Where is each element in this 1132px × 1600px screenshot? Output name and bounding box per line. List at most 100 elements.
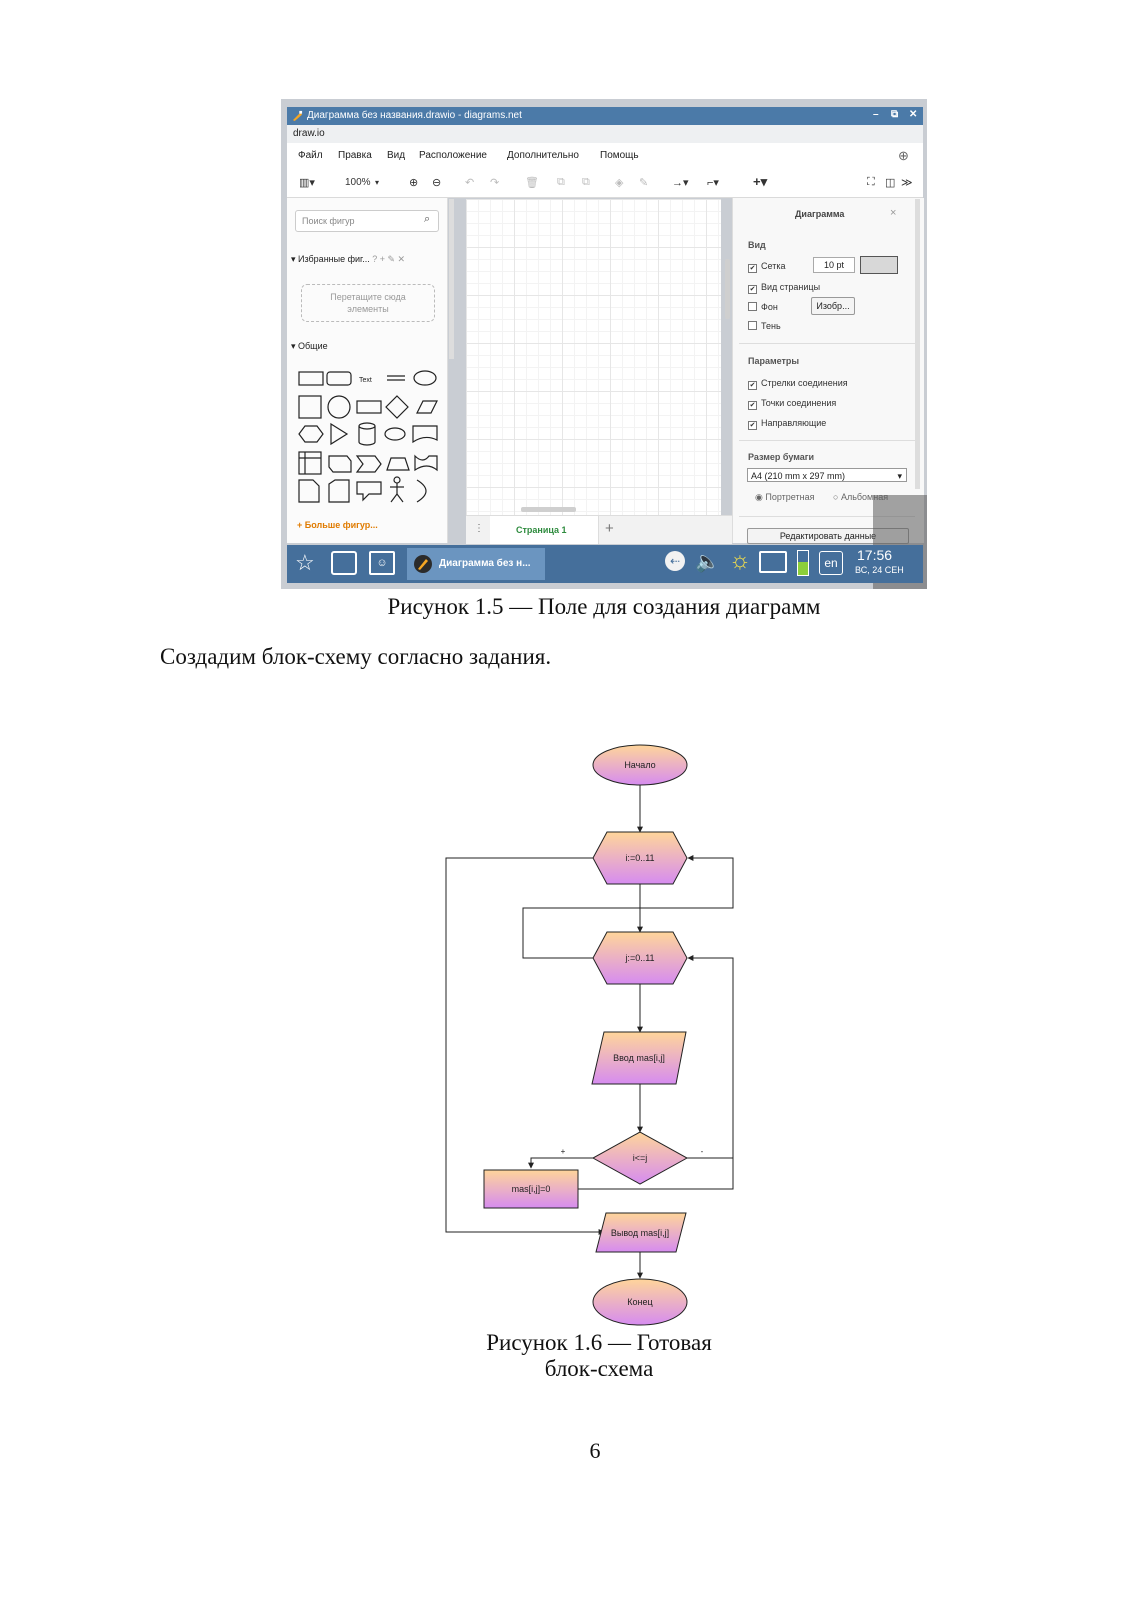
- node-start-label: Начало: [624, 760, 655, 770]
- no-label: -: [701, 1147, 704, 1156]
- network-icon[interactable]: [759, 551, 787, 573]
- menu-arrange[interactable]: Расположение: [419, 150, 487, 161]
- battery-icon[interactable]: [797, 550, 809, 576]
- shape-palette[interactable]: Text: [297, 366, 443, 514]
- insert-icon[interactable]: +▾: [753, 174, 768, 189]
- node-end: [592, 1278, 688, 1326]
- zoom-dropdown-icon[interactable]: ▾: [375, 178, 380, 187]
- menu-view[interactable]: Вид: [387, 150, 406, 161]
- node-output: [595, 1212, 687, 1253]
- taskbar-task-drawio[interactable]: Диаграмма без н...: [407, 548, 545, 580]
- windows-icon[interactable]: [331, 551, 357, 575]
- node-assign-label: mas[i,j]=0: [512, 1184, 551, 1194]
- os-taskbar: ☆ ☺ Диаграмма без н... ⇠ 🔈 ☼ en 17:56 ВС…: [287, 545, 923, 583]
- menu-file[interactable]: Файл: [298, 150, 323, 161]
- background-image-button[interactable]: Изобр...: [811, 297, 855, 315]
- clock-date[interactable]: ВС, 24 СЕН: [855, 565, 904, 575]
- more-shapes-link[interactable]: + Больше фигур...: [297, 520, 378, 530]
- canvas-horizontal-scrollbar[interactable]: [521, 507, 576, 512]
- volume-icon[interactable]: 🔈: [695, 551, 720, 573]
- general-header[interactable]: ▾ Общие: [291, 341, 328, 351]
- shape-search-input[interactable]: Поиск фигур ⌕: [295, 210, 439, 232]
- canvas-vertical-scrollbar[interactable]: [725, 259, 730, 319]
- edge-assign-return: [578, 1158, 734, 1190]
- add-page-icon[interactable]: +: [605, 520, 614, 537]
- node-loop-i-label: i:=0..11: [625, 853, 654, 863]
- favorites-drop-zone[interactable]: Перетащите сюда элементы: [301, 284, 435, 322]
- page-tabs-bar: ⋮ Страница 1 +: [466, 515, 732, 544]
- zoom-out-icon[interactable]: ⊖: [432, 177, 442, 189]
- node-condition: [591, 1131, 689, 1185]
- diagram-canvas[interactable]: [466, 199, 721, 515]
- paper-size-heading: Размер бумаги: [748, 452, 815, 462]
- app-name-bar: draw.io: [287, 125, 923, 143]
- node-assign: [483, 1169, 579, 1209]
- zoom-in-icon[interactable]: ⊕: [409, 177, 419, 189]
- menu-edit[interactable]: Правка: [338, 150, 372, 161]
- search-icon[interactable]: ⌕: [424, 213, 431, 225]
- yes-label: +: [561, 1147, 566, 1156]
- landscape-radio[interactable]: ○ Альбомная: [833, 492, 889, 502]
- menu-help[interactable]: Помощь: [600, 150, 639, 161]
- globe-icon[interactable]: ⊕: [898, 148, 909, 163]
- brightness-icon[interactable]: ☼: [729, 547, 751, 574]
- clock-time[interactable]: 17:56: [857, 547, 893, 563]
- tab-page-1[interactable]: Страница 1: [490, 516, 599, 544]
- edge-condition-yes: [528, 1157, 593, 1169]
- app-name: draw.io: [293, 128, 325, 139]
- maximize-icon[interactable]: ⧉: [891, 109, 899, 120]
- format-panel-icon[interactable]: ▥▾: [299, 177, 315, 189]
- star-icon[interactable]: ☆: [295, 550, 315, 575]
- edit-data-button[interactable]: Редактировать данные: [747, 528, 909, 544]
- paper-size-select[interactable]: A4 (210 mm x 297 mm)▾: [747, 468, 907, 482]
- to-front-icon[interactable]: ⧉: [557, 176, 565, 188]
- connection-points-checkbox[interactable]: ✔Точки соединения: [748, 398, 837, 410]
- guides-checkbox[interactable]: ✔Направляющие: [748, 418, 827, 430]
- menu-extras[interactable]: Дополнительно: [507, 150, 579, 161]
- portrait-radio[interactable]: ◉ Портретная: [755, 492, 815, 502]
- minimize-icon[interactable]: –: [873, 109, 879, 120]
- favorites-header[interactable]: ▾ Избранные фиг... ? + ✎ ✕: [291, 254, 406, 264]
- node-loop-j-label: j:=0..11: [624, 953, 654, 963]
- grid-checkbox[interactable]: ✔Сетка: [748, 261, 786, 273]
- fill-color-icon[interactable]: ◈: [615, 177, 624, 189]
- chevron-down-icon: ▾: [897, 471, 902, 481]
- menubar: Файл Правка Вид Расположение Дополнитель…: [287, 143, 923, 168]
- format-panel-scrollbar[interactable]: [915, 199, 920, 489]
- fullscreen-icon[interactable]: ⛶: [867, 176, 875, 188]
- left-panel-scrollbar[interactable]: [449, 199, 454, 359]
- line-color-icon[interactable]: ✎: [639, 177, 649, 189]
- connection-icon[interactable]: →▾: [672, 177, 689, 189]
- undo-icon[interactable]: ↶: [465, 177, 475, 189]
- delete-icon[interactable]: 🗑: [525, 177, 539, 189]
- redo-icon[interactable]: ↷: [490, 177, 500, 189]
- panel-toggle-icon[interactable]: ◫: [885, 177, 896, 189]
- waypoints-icon[interactable]: ⌐▾: [707, 177, 719, 189]
- toolbar: ▥▾ 100% ▾ ⊕ ⊖ ↶ ↷ 🗑 ⧉ ⧉ ◈ ✎ →▾ ⌐▾ +▾ ⛶ ◫…: [287, 167, 923, 198]
- figure-caption-1: Рисунок 1.5 — Поле для создания диаграмм: [387, 594, 821, 619]
- pages-menu-icon[interactable]: ⋮: [474, 523, 484, 534]
- collapse-icon[interactable]: ≫: [901, 177, 913, 189]
- body-paragraph: Создадим блок-схему согласно задания.: [160, 644, 552, 669]
- divider: [739, 440, 915, 441]
- format-panel-title: Диаграмма: [795, 209, 845, 219]
- grid-color-swatch[interactable]: [860, 256, 898, 274]
- node-input-label: Ввод mas[i,j]: [613, 1053, 665, 1063]
- edge-loop-j-exit: [522, 855, 734, 959]
- zoom-level[interactable]: 100%: [345, 177, 371, 188]
- node-loop-i: [592, 831, 688, 885]
- page-view-checkbox[interactable]: ✔Вид страницы: [748, 282, 821, 294]
- close-icon[interactable]: ✕: [909, 109, 918, 120]
- to-back-icon[interactable]: ⧉: [582, 176, 590, 188]
- usb-icon[interactable]: ⇠: [665, 551, 685, 571]
- node-end-label: Конец: [627, 1297, 652, 1307]
- section-view-heading: Вид: [748, 240, 766, 250]
- format-panel-close-icon[interactable]: ×: [890, 207, 897, 219]
- file-manager-icon[interactable]: ☺: [369, 551, 395, 575]
- grid-size-input[interactable]: 10 pt: [813, 257, 855, 273]
- background-checkbox[interactable]: Фон: [748, 302, 778, 312]
- keyboard-layout[interactable]: en: [819, 551, 843, 575]
- shadow-checkbox[interactable]: Тень: [748, 321, 781, 331]
- page-number: 6: [589, 1438, 601, 1463]
- connection-arrows-checkbox[interactable]: ✔Стрелки соединения: [748, 378, 848, 390]
